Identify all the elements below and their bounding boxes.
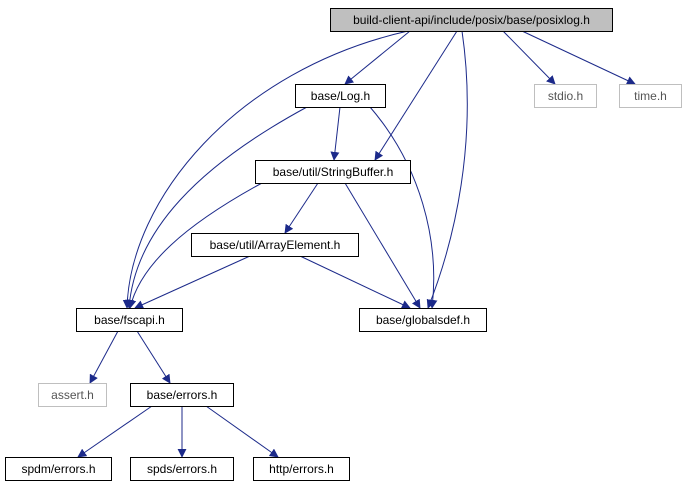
node-box-arrel <box>191 233 359 257</box>
node-assert: assert.h <box>38 383 107 407</box>
edge-arrel-to-fscapi <box>134 255 251 309</box>
edges-layer <box>77 30 636 458</box>
node-box-fscapi <box>76 308 183 332</box>
node-root[interactable]: build-client-api/include/posix/base/posi… <box>330 8 613 32</box>
node-spdm[interactable]: spdm/errors.h <box>5 457 112 481</box>
nodes-layer: build-client-api/include/posix/base/posi… <box>5 8 682 481</box>
node-stdio: stdio.h <box>534 84 597 108</box>
node-label-spds: spds/errors.h <box>147 462 217 476</box>
node-box-spds <box>130 457 234 481</box>
node-arrel[interactable]: base/util/ArrayElement.h <box>191 233 359 257</box>
edge-strbuf-to-globals <box>344 182 421 309</box>
edge-root-to-log <box>344 30 411 85</box>
node-box-strbuf <box>255 160 411 184</box>
node-box-time <box>619 84 682 108</box>
node-label-arrel: base/util/ArrayElement.h <box>210 238 341 252</box>
edge-log-to-fscapi <box>125 106 308 309</box>
edge-fscapi-to-assert <box>89 330 119 384</box>
node-time: time.h <box>619 84 682 108</box>
node-log[interactable]: base/Log.h <box>295 84 386 108</box>
edge-root-to-stdio <box>502 30 556 85</box>
node-box-log <box>295 84 386 108</box>
edge-strbuf-to-fscapi <box>127 182 263 309</box>
node-label-strbuf: base/util/StringBuffer.h <box>273 165 394 179</box>
node-spds[interactable]: spds/errors.h <box>130 457 234 481</box>
node-box-root <box>330 8 613 32</box>
node-globals[interactable]: base/globalsdef.h <box>359 308 487 332</box>
node-label-globals: base/globalsdef.h <box>376 313 470 327</box>
edge-root-to-fscapi <box>122 30 409 309</box>
node-box-assert <box>38 383 107 407</box>
node-label-fscapi: base/fscapi.h <box>94 313 165 327</box>
node-label-assert: assert.h <box>51 388 94 402</box>
edge-errors-to-spdm <box>77 405 153 458</box>
node-http[interactable]: http/errors.h <box>253 457 350 481</box>
node-box-spdm <box>5 457 112 481</box>
node-label-errors: base/errors.h <box>147 388 218 402</box>
edge-log-to-strbuf <box>330 106 341 161</box>
edge-arrel-to-globals <box>299 255 411 309</box>
node-label-stdio: stdio.h <box>548 89 583 103</box>
node-box-stdio <box>534 84 597 108</box>
node-box-http <box>253 457 350 481</box>
edge-root-to-strbuf <box>374 30 458 161</box>
edge-errors-to-http <box>205 405 279 458</box>
edge-root-to-time <box>521 30 636 85</box>
node-fscapi[interactable]: base/fscapi.h <box>76 308 183 332</box>
edge-root-to-globals <box>426 30 468 309</box>
node-box-errors <box>130 383 234 407</box>
node-errors[interactable]: base/errors.h <box>130 383 234 407</box>
edge-log-to-globals <box>369 106 438 309</box>
node-label-log: base/Log.h <box>311 89 370 103</box>
node-label-http: http/errors.h <box>269 462 334 476</box>
node-label-time: time.h <box>634 89 667 103</box>
node-box-globals <box>359 308 487 332</box>
edge-strbuf-to-arrel <box>284 182 319 234</box>
node-label-root: build-client-api/include/posix/base/posi… <box>353 13 590 27</box>
edge-fscapi-to-errors <box>136 330 171 384</box>
node-label-spdm: spdm/errors.h <box>21 462 95 476</box>
node-strbuf[interactable]: base/util/StringBuffer.h <box>255 160 411 184</box>
